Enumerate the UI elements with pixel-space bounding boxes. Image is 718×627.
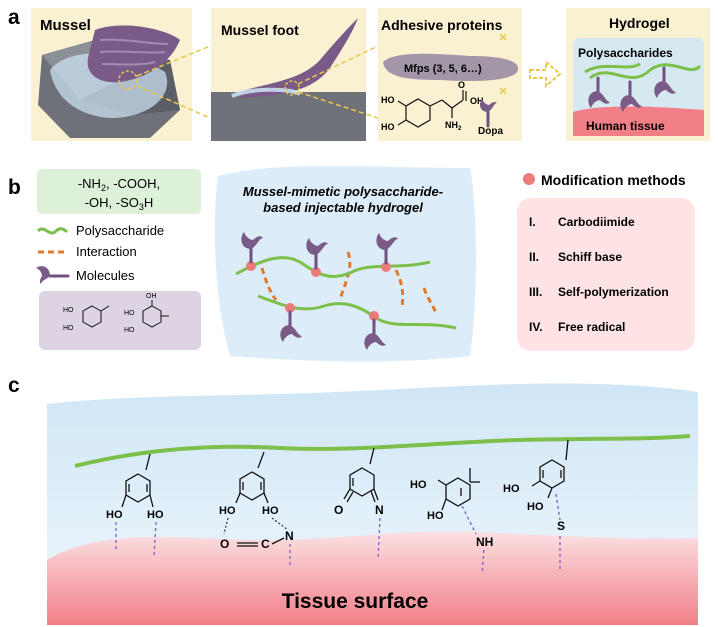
- chem-oh: OH: [470, 96, 484, 106]
- chem-ho: HO: [219, 505, 236, 517]
- panel-label-c: c: [8, 374, 20, 397]
- mussel-rock-illustration: [38, 25, 180, 138]
- zoom-line: [297, 91, 379, 119]
- legend-polysaccharide-swatch: [36, 227, 69, 235]
- chem-oh: OH: [146, 293, 157, 300]
- method-name: Schiff base: [558, 250, 622, 264]
- chem-n: N: [285, 529, 294, 543]
- quinone-group: [343, 447, 379, 503]
- legend-molecule-swatch: [36, 266, 70, 284]
- methods-title: Modification methods: [541, 172, 686, 188]
- covalent-link: [555, 493, 561, 521]
- panel-label-b: b: [8, 176, 21, 199]
- method-number: IV.: [529, 320, 543, 334]
- tissue-surface-label: Tissue surface: [282, 590, 429, 613]
- chem-o: O: [458, 80, 465, 90]
- modification-dot-icon: [523, 173, 535, 185]
- hydrogel-title: Hydrogel: [609, 15, 670, 31]
- method-number: I.: [529, 215, 536, 229]
- catechol-molecules-box: [39, 291, 201, 350]
- chem-ho: HO: [262, 505, 279, 517]
- catechol-group-4: [531, 439, 569, 499]
- arrow-decoration: [499, 87, 507, 95]
- zoom-line: [136, 45, 211, 77]
- mfps-label: Mfps (3, 5, 6…): [404, 63, 482, 75]
- rock-surface: [211, 92, 366, 141]
- chem-ho: HO: [527, 501, 544, 513]
- zoom-line: [297, 45, 379, 85]
- injectable-hydrogel-block: [214, 166, 476, 362]
- dopa-molecule-icon: [480, 99, 497, 128]
- dopa-structure: [397, 90, 467, 128]
- chem-ho: HO: [147, 509, 164, 521]
- chem-ho: HO: [124, 310, 135, 317]
- zoom-line: [136, 85, 211, 119]
- adhesive-proteins-title: Adhesive proteins: [381, 17, 503, 33]
- chem-nh2: NH2: [445, 120, 462, 132]
- tissue-layer: [47, 531, 698, 625]
- chem-o: O: [334, 503, 343, 517]
- method-name: Carbodiimide: [558, 215, 635, 229]
- method-name: Self-polymerization: [558, 285, 669, 299]
- dopa-label: Dopa: [478, 126, 503, 137]
- hydrogen-bond: [223, 517, 229, 535]
- chem-ho: HO: [503, 483, 520, 495]
- chem-ho: HO: [381, 122, 395, 132]
- chem-ho: HO: [124, 327, 135, 334]
- chem-nh: NH: [476, 535, 493, 549]
- mussel-foot-title: Mussel foot: [221, 22, 299, 38]
- legend-interaction-label: Interaction: [76, 244, 137, 259]
- hydrogen-bond: [271, 517, 289, 531]
- covalent-link: [481, 549, 485, 575]
- method-number: II.: [529, 250, 539, 264]
- chem-ho: HO: [63, 325, 74, 332]
- functional-groups-line-1: -NH2, -COOH,: [78, 176, 160, 193]
- chem-s: S: [557, 519, 565, 533]
- catechol-group-3: [437, 468, 480, 511]
- chem-ho: HO: [106, 509, 123, 521]
- hydrogel-title-line-1: Mussel-mimetic polysaccharide-: [243, 184, 443, 199]
- legend-molecules-label: Molecules: [76, 268, 135, 283]
- chem-ho: HO: [381, 95, 395, 105]
- method-name: Free radical: [558, 320, 625, 334]
- panel-label-a: a: [8, 6, 20, 29]
- interaction-crosslinks: [260, 251, 438, 315]
- mussel-title: Mussel: [40, 17, 91, 34]
- chem-c: C: [261, 537, 270, 551]
- methods-box: [517, 198, 695, 351]
- human-tissue-label: Human tissue: [586, 119, 665, 133]
- chem-ho: HO: [410, 479, 427, 491]
- hydrogel-layer: [47, 383, 698, 560]
- human-tissue-layer: [573, 106, 704, 136]
- covalent-link: [377, 517, 381, 561]
- mfps-blob: [383, 53, 519, 81]
- hydrogel-title-line-2: based injectable hydrogel: [263, 200, 423, 215]
- catechol-group-1: [121, 453, 154, 508]
- catechol-group-2: [235, 451, 285, 547]
- functional-groups-box: [37, 169, 201, 214]
- polysaccharides-label: Polysaccharides: [578, 46, 673, 60]
- zoom-circle: [284, 80, 300, 96]
- polysaccharide-chain: [584, 62, 641, 74]
- arrow-decoration: [499, 33, 507, 41]
- process-arrow-icon: [529, 59, 562, 89]
- polysaccharide-chain: [589, 63, 702, 80]
- method-number: III.: [529, 285, 542, 299]
- legend-polysaccharide-label: Polysaccharide: [76, 223, 164, 238]
- chem-ho: HO: [427, 510, 444, 522]
- pyrogallol-structure: [142, 300, 169, 328]
- covalent-link: [461, 505, 477, 535]
- modification-sites: [246, 261, 391, 321]
- chem-ho: HO: [63, 307, 74, 314]
- polysaccharide-backbone: [74, 434, 691, 468]
- chem-o: O: [220, 537, 229, 551]
- chem-n: N: [375, 503, 384, 517]
- catechol-structure: [82, 305, 110, 328]
- functional-groups-line-2: -OH, -SO3H: [85, 195, 154, 212]
